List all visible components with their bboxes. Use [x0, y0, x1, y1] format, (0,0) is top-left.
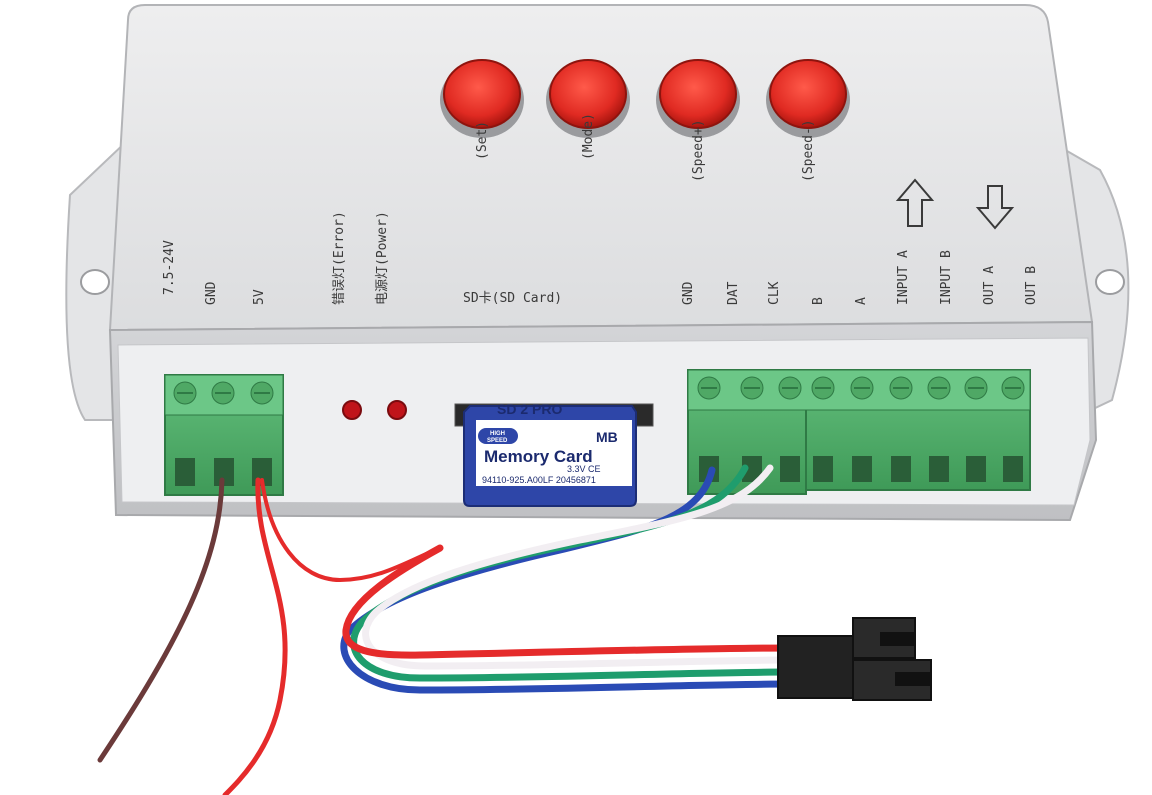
output-terminal-block: [687, 369, 1031, 495]
terminal-wire-hole: [891, 456, 911, 482]
terminal-wire-hole: [1003, 456, 1023, 482]
terminal-wire-hole: [813, 456, 833, 482]
button-mode[interactable]: (Mode): [546, 59, 630, 160]
left-mount-hole: [80, 269, 110, 295]
button-label: (Set): [475, 121, 490, 160]
label-7-5-24v: 7.5-24V: [162, 240, 177, 295]
power-led: [387, 400, 407, 420]
label-gnd-power: GND: [204, 281, 219, 305]
sd-badge-speed: SPEED: [487, 438, 508, 444]
terminal-wire-hole: [780, 456, 800, 482]
terminal-screws: [697, 376, 1025, 482]
jst-connector: [777, 617, 932, 701]
sd-badge-high: HIGH: [490, 431, 505, 437]
power-terminal-labels: 7.5-24V GND 5V: [162, 240, 267, 305]
data-cable: [340, 464, 794, 694]
label-5v: 5V: [252, 289, 267, 305]
output-terminal-labels: GND DAT CLK B A INPUT A INPUT B OUT A OU…: [681, 250, 1039, 305]
error-led: [342, 400, 362, 420]
button-speed-minusplus[interactable]: (Speed+): [656, 59, 740, 182]
label-input-b: INPUT B: [939, 250, 954, 305]
button-set[interactable]: (Set): [440, 59, 524, 160]
label-gnd: GND: [681, 281, 696, 305]
button-label: (Mode): [581, 113, 596, 160]
sd-card-serial: 94110-925.A00LF 20456871: [482, 475, 596, 485]
label-clk: CLK: [767, 281, 782, 305]
button-row: (Set) (Mode) (Speed+) (Speed-): [440, 59, 850, 182]
button-label: (Speed-): [801, 119, 816, 182]
power-led-label: 电源灯(Power): [375, 211, 390, 305]
sd-slot-label: SD卡(SD Card): [463, 291, 562, 306]
arrow-down-icon: [975, 185, 1015, 230]
label-b: B: [811, 297, 826, 305]
power-wires: [97, 477, 442, 795]
label-out-a: OUT A: [982, 266, 997, 305]
label-dat: DAT: [726, 281, 741, 305]
label-out-b: OUT B: [1024, 266, 1039, 305]
sd-card: SD 2 PRO HIGH SPEED MB Memory Card 3.3V …: [463, 401, 637, 507]
terminal-wire-hole: [966, 456, 986, 482]
sd-card-title: Memory Card: [484, 447, 593, 466]
power-terminal-block: [164, 374, 284, 496]
sd-card-top-text: SD 2 PRO: [497, 401, 562, 417]
terminal-wire-hole: [929, 456, 949, 482]
button-label: (Speed+): [691, 119, 706, 182]
right-mount-hole: [1095, 269, 1125, 295]
sd-size-unit: MB: [596, 429, 618, 445]
arrow-up-icon: [895, 178, 935, 227]
label-input-a: INPUT A: [896, 250, 911, 305]
button-speed-minus[interactable]: (Speed-): [766, 59, 850, 182]
sd-card-spec: 3.3V CE: [567, 464, 601, 474]
terminal-wire-hole: [742, 456, 762, 482]
label-a: A: [854, 297, 869, 305]
terminal-wire-hole: [852, 456, 872, 482]
error-led-label: 错误灯(Error): [332, 211, 347, 305]
